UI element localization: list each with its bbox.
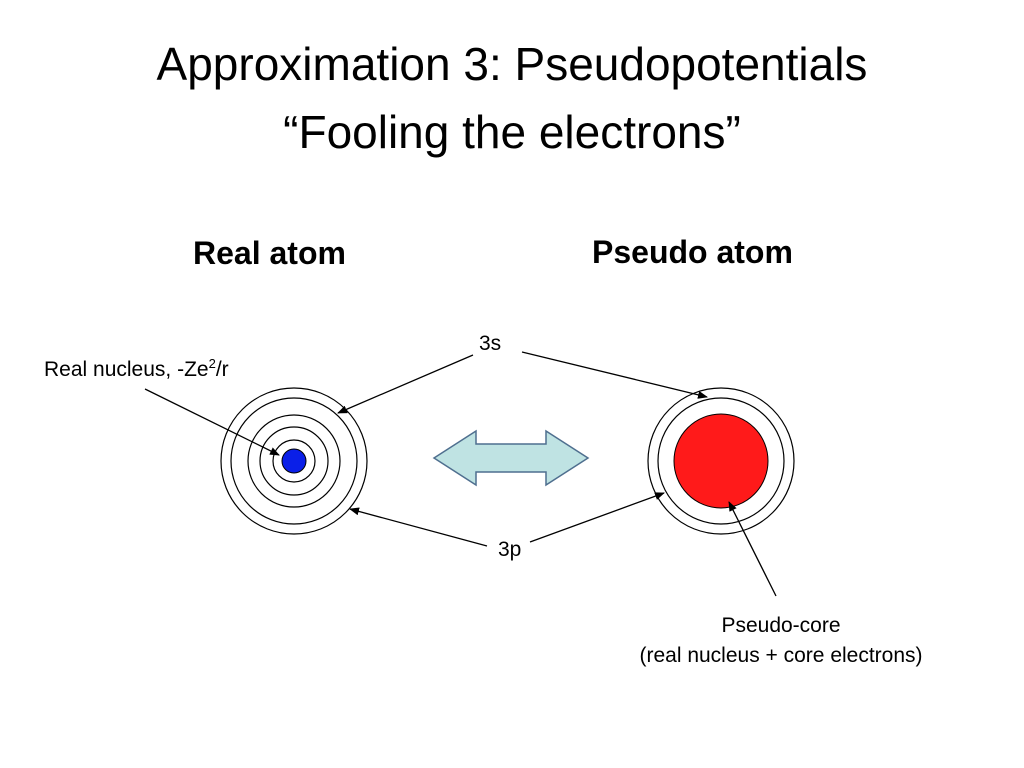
orbital-3s-label: 3s [479, 332, 502, 355]
real-atom-shell-1 [259, 426, 329, 496]
pseudo-core-label-line2: (real nucleus + core electrons) [639, 644, 923, 667]
real-atom-shell-2 [247, 414, 341, 508]
real-nucleus-label-prefix: Real nucleus, -Ze [44, 358, 209, 381]
real-atom-shell-3 [230, 397, 358, 525]
pseudo-atom-shells [647, 387, 795, 535]
3s-pointer-left [337, 354, 474, 414]
pseudo-core-label-line1: Pseudo-core [721, 614, 841, 637]
real-nucleus-label-suffix: /r [215, 358, 229, 381]
real-atom-heading: Real atom [193, 235, 346, 271]
pseudo-atom-shell-inner [657, 397, 785, 525]
orbital-3p-label: 3p [498, 538, 522, 561]
slide-title-line1: Approximation 3: Pseudopotentials [156, 38, 868, 90]
pseudo-atom-heading: Pseudo atom [592, 234, 793, 270]
real-nucleus-pointer [144, 388, 280, 456]
real-nucleus-label: Real nucleus, -Ze2/r [44, 357, 229, 383]
3s-pointer-right [521, 351, 708, 399]
real-atom-shell-0 [272, 439, 316, 483]
3p-pointer-left [349, 507, 488, 547]
pseudo-core-pointer [728, 501, 777, 597]
real-atom-shell-4 [220, 387, 368, 535]
real-nucleus [281, 448, 307, 474]
real-atom-shells [220, 387, 368, 535]
double-arrow-icon [432, 429, 590, 487]
pseudo-core [673, 413, 769, 509]
3p-pointer-right [529, 492, 665, 543]
real-nucleus-label-exponent: 2 [208, 356, 216, 371]
pseudo-atom-shell-outer [647, 387, 795, 535]
slide-title-line2: “Fooling the electrons” [283, 106, 741, 158]
